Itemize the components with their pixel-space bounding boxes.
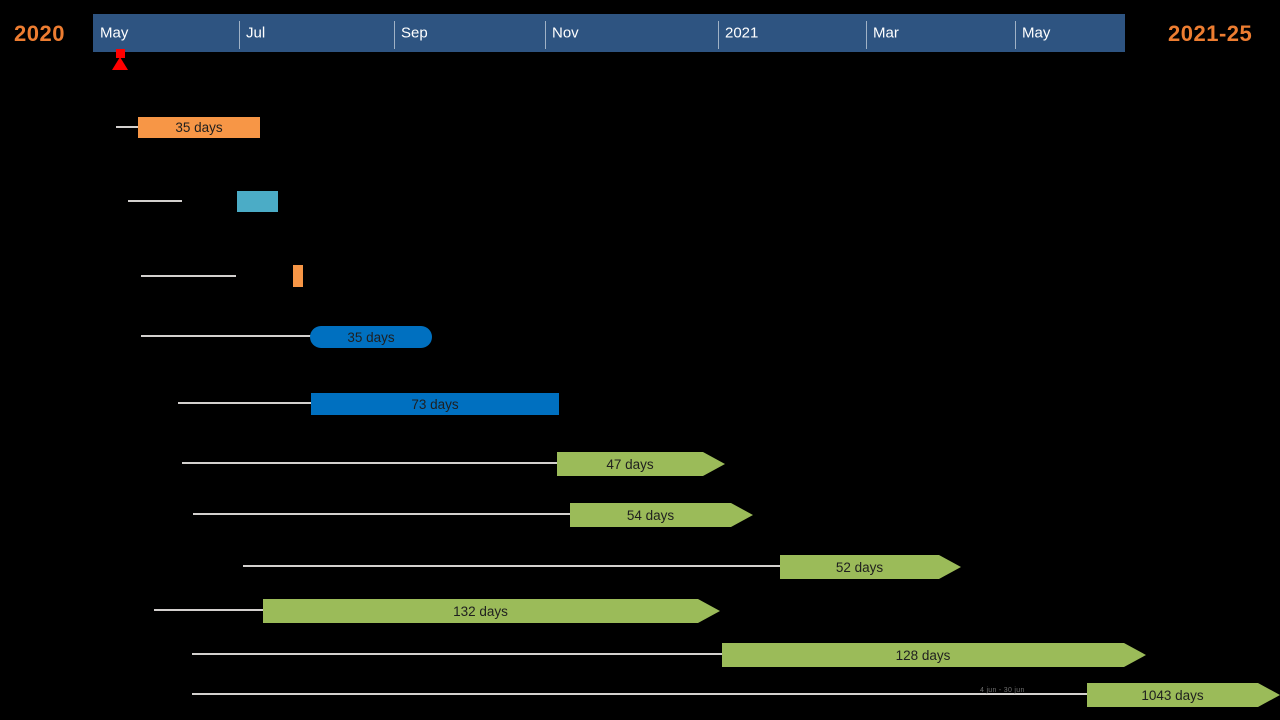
task-bar: 35 days bbox=[138, 117, 260, 138]
timeline-month-label: Jul bbox=[246, 24, 266, 42]
timeline-month-cell: Jul bbox=[239, 14, 394, 52]
timeline-tick bbox=[1015, 20, 1016, 49]
timeline-month-cell: May bbox=[93, 14, 239, 52]
task-bar: 54 days bbox=[570, 503, 753, 527]
task-duration-label: 54 days bbox=[626, 507, 675, 523]
task-leader-line bbox=[243, 565, 782, 567]
task-duration-label: 128 days bbox=[895, 647, 951, 663]
task-date-note: 4 jun - 30 jun bbox=[980, 687, 1025, 694]
timeline-tick bbox=[718, 20, 719, 49]
task-bar: 73 days bbox=[311, 393, 559, 415]
timeline-month-label: Nov bbox=[552, 24, 579, 42]
timeline-month-cell: 2021 bbox=[718, 14, 866, 52]
task-leader-line bbox=[193, 513, 572, 515]
task-duration-label: 52 days bbox=[835, 559, 884, 575]
task-leader-line bbox=[116, 126, 140, 128]
task-duration-label: 73 days bbox=[411, 396, 459, 412]
today-marker-square bbox=[116, 49, 125, 58]
task-bar: 128 days bbox=[722, 643, 1146, 667]
timeline-month-label: Mar bbox=[873, 24, 899, 42]
left-year-label: 2020 bbox=[14, 21, 65, 46]
task-bar: 52 days bbox=[780, 555, 961, 579]
timeline-month-label: May bbox=[100, 24, 129, 42]
task-bar bbox=[237, 191, 278, 212]
timeline-month-label: Sep bbox=[401, 24, 428, 42]
task-leader-line bbox=[178, 402, 313, 404]
task-duration-label: 132 days bbox=[453, 603, 508, 619]
task-leader-line bbox=[154, 609, 265, 611]
task-leader-line bbox=[192, 693, 1089, 695]
task-duration-label: 47 days bbox=[606, 456, 654, 472]
right-year-label: 2021-25 bbox=[1168, 21, 1253, 46]
timeline-tick bbox=[239, 20, 240, 49]
task-bar bbox=[293, 265, 303, 287]
task-bar: 47 days bbox=[557, 452, 725, 476]
timeline-month-cell: Sep bbox=[394, 14, 545, 52]
task-duration-label: 35 days bbox=[175, 120, 223, 135]
task-bar: 132 days bbox=[263, 599, 720, 623]
timeline-month-cell: May bbox=[1015, 14, 1125, 52]
task-leader-line bbox=[182, 462, 559, 464]
task-leader-line bbox=[192, 653, 724, 655]
today-marker-icon bbox=[112, 57, 128, 70]
task-leader-line bbox=[141, 335, 312, 337]
task-duration-label: 35 days bbox=[347, 329, 395, 345]
task-duration-label: 1043 days bbox=[1141, 687, 1204, 703]
task-leader-line bbox=[141, 275, 236, 277]
timeline-tick bbox=[394, 20, 395, 49]
timeline-tick bbox=[545, 20, 546, 49]
timeline-month-label: 2021 bbox=[725, 24, 759, 42]
task-bar: 1043 days bbox=[1087, 683, 1280, 707]
task-bar: 35 days bbox=[310, 326, 432, 348]
timeline-tick bbox=[866, 20, 867, 49]
timeline-month-label: May bbox=[1022, 24, 1051, 42]
timeline-month-cell: Mar bbox=[866, 14, 1015, 52]
timeline-month-cell: Nov bbox=[545, 14, 718, 52]
task-leader-line bbox=[128, 200, 182, 202]
timeline-header: May Jul Sep Nov 2021 Mar May bbox=[93, 14, 1125, 52]
